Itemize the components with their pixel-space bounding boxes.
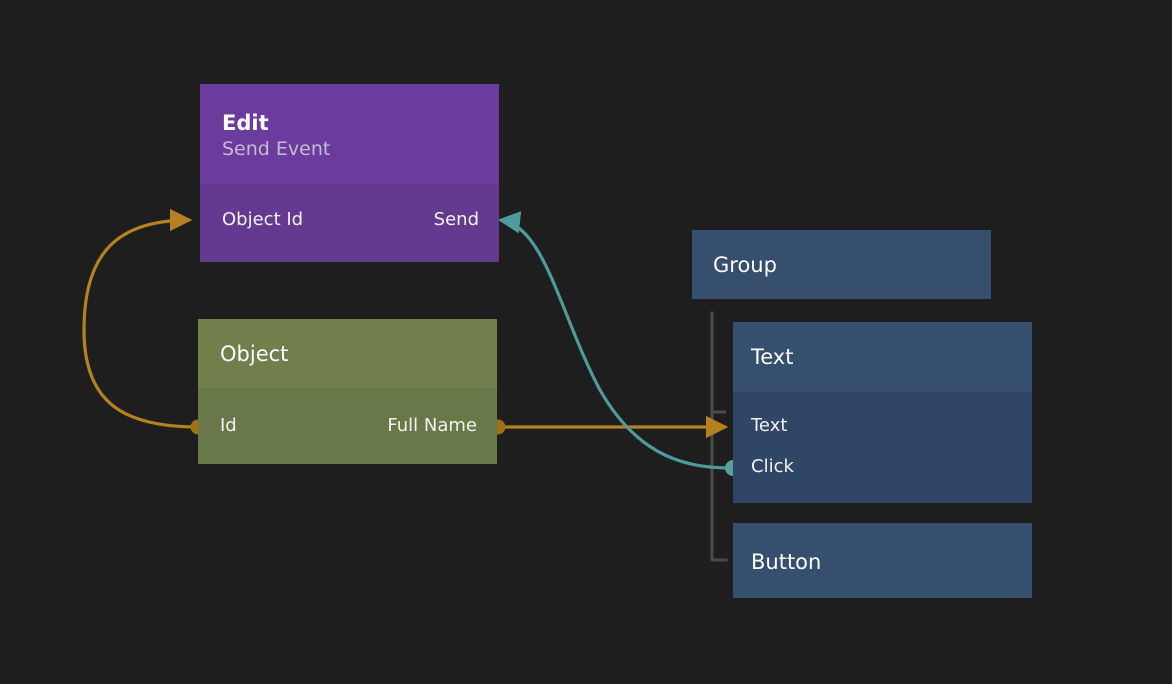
node-text-header[interactable]: Text bbox=[733, 322, 1032, 392]
node-button[interactable]: Button bbox=[733, 523, 1032, 598]
port-label-object-id[interactable]: Object Id bbox=[222, 209, 304, 230]
node-edit-subtitle: Send Event bbox=[222, 138, 331, 160]
node-edit[interactable]: Edit Send Event Object Id Send bbox=[200, 84, 499, 262]
node-group-header[interactable]: Group bbox=[692, 230, 991, 299]
node-edit-title: Edit bbox=[222, 111, 269, 135]
node-text-body: Text Click bbox=[733, 392, 1032, 503]
port-label-id[interactable]: Id bbox=[220, 415, 237, 436]
port-label-click[interactable]: Click bbox=[751, 456, 794, 477]
group-tree-bracket bbox=[710, 311, 728, 562]
port-label-text-input[interactable]: Text bbox=[751, 415, 788, 436]
wire-object-id-to-edit-object-id[interactable] bbox=[82, 208, 206, 435]
port-label-send[interactable]: Send bbox=[433, 209, 479, 230]
node-object-body: Id Full Name bbox=[198, 388, 497, 464]
port-label-full-name[interactable]: Full Name bbox=[387, 415, 477, 436]
node-button-title: Button bbox=[751, 550, 822, 574]
node-edit-port-row: Object Id Send bbox=[200, 209, 499, 231]
wire-full-name-to-text[interactable] bbox=[490, 415, 729, 439]
node-text-title: Text bbox=[751, 345, 794, 369]
node-edit-body: Object Id Send bbox=[200, 184, 499, 262]
node-object-header[interactable]: Object bbox=[198, 319, 497, 388]
node-button-header[interactable]: Button bbox=[733, 523, 1032, 598]
node-text[interactable]: Text Text Click bbox=[733, 322, 1032, 503]
node-text-port-row-click: Click bbox=[733, 456, 1032, 478]
node-object-title: Object bbox=[220, 342, 289, 366]
node-text-port-row-text: Text bbox=[733, 415, 1032, 437]
node-group[interactable]: Group bbox=[692, 230, 991, 299]
node-object-port-row: Id Full Name bbox=[198, 415, 497, 437]
node-object[interactable]: Object Id Full Name bbox=[198, 319, 497, 464]
node-edit-header[interactable]: Edit Send Event bbox=[200, 84, 499, 184]
node-group-title: Group bbox=[713, 253, 777, 277]
